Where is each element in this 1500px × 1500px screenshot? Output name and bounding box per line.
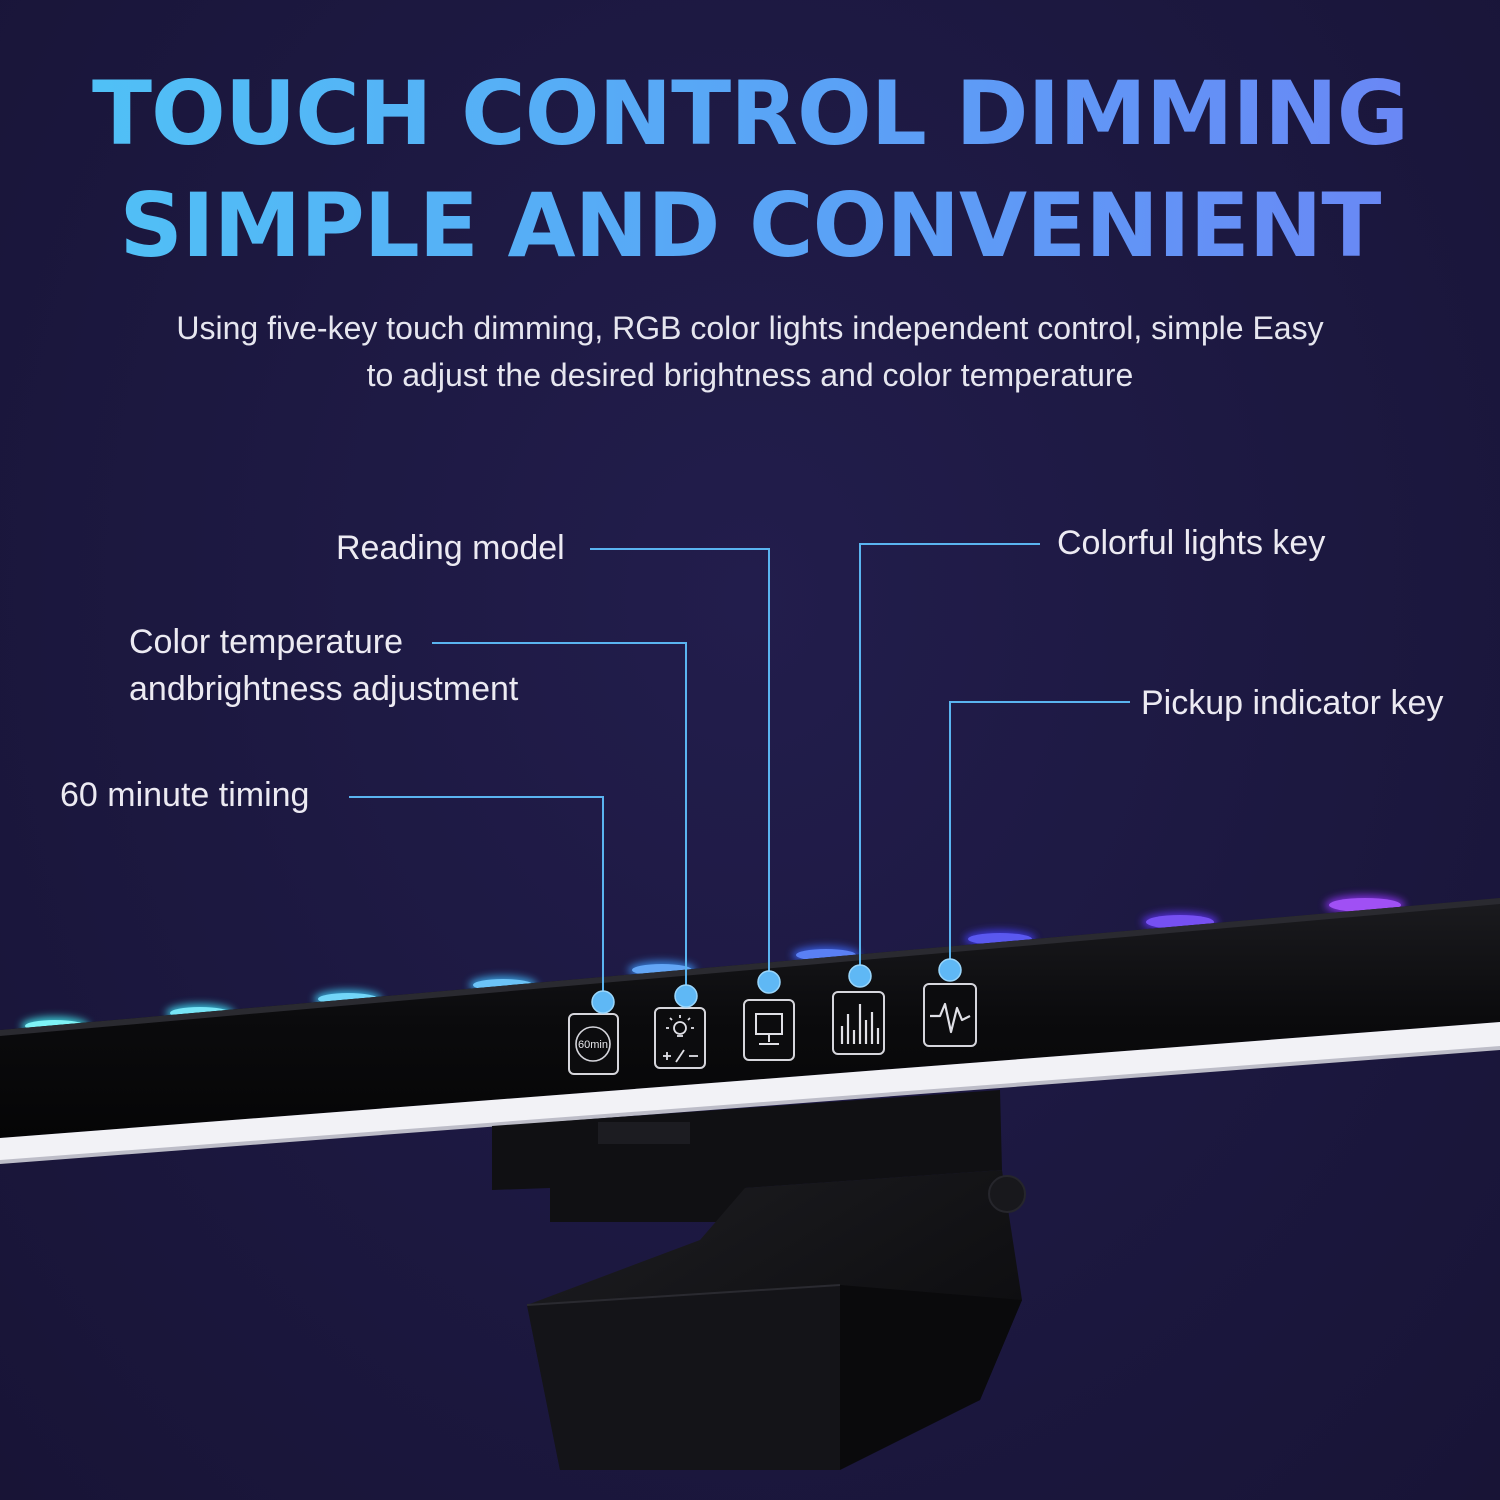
headline-line-2: SIMPLE AND CONVENIENT [0,174,1500,277]
monitor-clamp [492,1090,1026,1470]
dot-brightness [674,984,698,1008]
leader-line-brightness [432,642,687,996]
leader-line-pickup [949,701,1130,970]
callout-reading-model: Reading model [336,529,565,567]
leader-lines [349,543,1130,1002]
touch-key-timer[interactable]: 60min [568,1013,619,1075]
timer-60min-icon: 60min [575,1026,611,1062]
callout-60-minute-timing: 60 minute timing [60,776,310,814]
monitor-reading-icon [755,1013,783,1045]
leader-line-timer [349,796,604,1002]
equalizer-bars-icon [840,1004,880,1044]
touch-key-reading[interactable] [743,999,795,1061]
callout-color-temperature-line-1: Color temperature [129,623,404,661]
pulse-wave-icon [930,1002,971,1034]
dot-pickup [938,958,962,982]
timer-key-label: 60min [578,1039,608,1051]
leader-line-colorful [859,543,1040,976]
callout-colorful-lights: Colorful lights key [1057,524,1326,562]
brightness-adjust-icon [663,1015,698,1063]
subtitle-line-1: Using five-key touch dimming, RGB color … [176,310,1324,346]
callout-color-temperature: Color temperature andbrightness adjustme… [129,619,518,713]
dot-reading [757,970,781,994]
leader-line-reading [590,548,770,982]
dot-colorful [848,964,872,988]
headline-line-1: TOUCH CONTROL DIMMING [0,62,1500,165]
touch-key-pickup[interactable] [923,983,977,1047]
dot-timer [591,990,615,1014]
callout-color-temperature-line-2: andbrightness adjustment [129,670,519,708]
leader-dots [591,958,962,1014]
touch-key-brightness[interactable] [654,1007,706,1069]
touch-key-colorful[interactable] [832,991,885,1055]
subtitle-line-2: to adjust the desired brightness and col… [366,357,1134,393]
callout-pickup-indicator: Pickup indicator key [1141,684,1444,722]
